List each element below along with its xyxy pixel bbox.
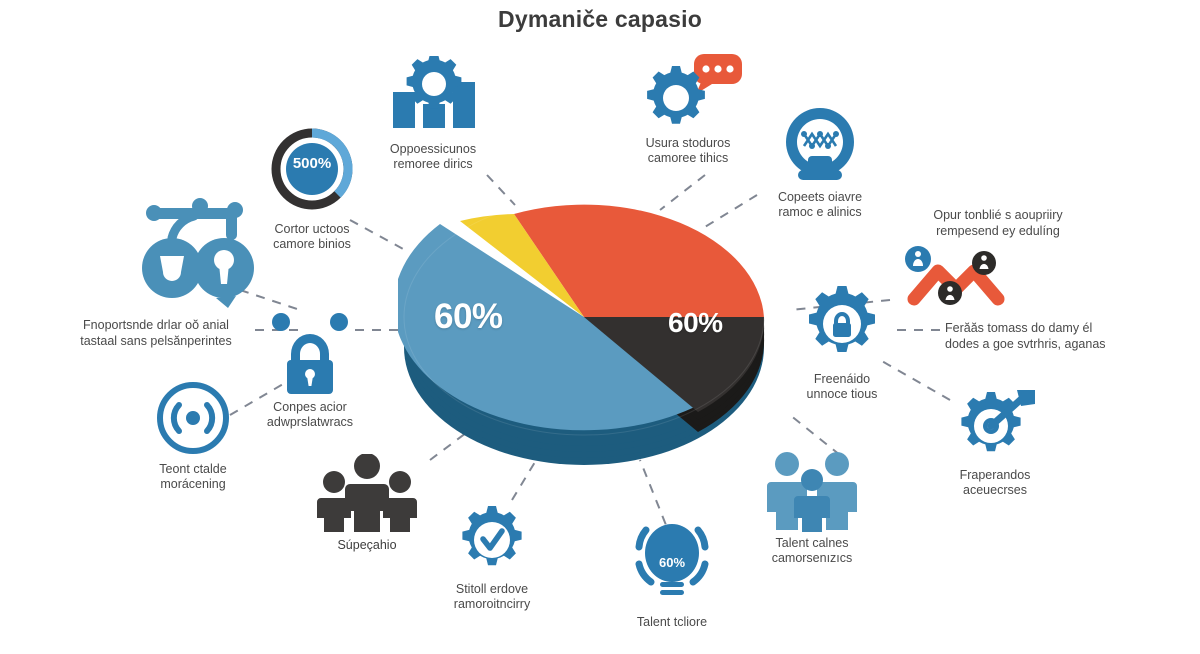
node-fairness-line1: Ferăăs tomass do damy él xyxy=(945,321,1093,335)
node-preparedness-line2: aceuecrses xyxy=(963,483,1027,497)
node-talent-team-line2: camorsenızıcs xyxy=(771,551,853,565)
node-talent-team-label: Talent calnes camorsenızıcs xyxy=(732,536,892,566)
node-skills-label: Stitoll erdove ramoroitncirry xyxy=(412,582,572,612)
node-supervision[interactable]: Súpeçahio xyxy=(287,448,447,553)
node-accountability-line2: rempesend ey edulíng xyxy=(936,224,1060,238)
node-talent-team[interactable]: Talent calnes camorsenızıcs xyxy=(732,446,892,566)
node-control-line1: Cortor uctoos xyxy=(274,222,350,236)
node-compliance-lock-line2: adwprslatwracs xyxy=(266,415,354,429)
node-monitoring-line2: morácening xyxy=(160,477,226,491)
node-compliance-lock-line1: Conpes acior xyxy=(273,400,347,414)
node-usage-line1: Usura stoduros xyxy=(645,136,731,150)
node-skills-line2: ramoroitncirry xyxy=(453,597,531,611)
node-fairness-line2: dodes a goe svtrhris, aganas xyxy=(945,337,1106,351)
node-freedom[interactable]: Freenáido unnoce tious xyxy=(762,282,922,402)
node-proportionality-line2: tastaal sans pelsănperintes xyxy=(80,334,232,348)
pie-chart: 60% 60% xyxy=(393,172,770,472)
node-monitoring-line1: Teont ctalde xyxy=(159,462,227,476)
node-monitoring-label: Teont ctalde morácening xyxy=(113,462,273,492)
node-compliance-lock[interactable]: Conpes acior adwprslatwracs xyxy=(230,310,390,430)
node-compliance-lock-label: Conpes acior adwprslatwracs xyxy=(230,400,390,430)
three-people-dark-icon xyxy=(287,448,447,534)
node-concepts-line1: Copeets oiavre xyxy=(777,190,863,204)
node-proportionality-label: Fnoportsnde drlar oŏ anial tastaal sans … xyxy=(56,317,256,349)
node-opportunities-label: Oppoessicunos remoree dirics xyxy=(353,142,513,172)
node-concepts-label: Copeets oiavre ramoc e alinics xyxy=(740,190,900,220)
node-preparedness-label: Fraperandos aceuecrses xyxy=(915,468,1075,498)
pie-slice-label-left: 60% xyxy=(434,297,503,336)
pie-slice-label-right: 60% xyxy=(668,307,723,338)
node-skills-line1: Stitoll erdove xyxy=(455,582,529,596)
node-accountability-label: Opur tonblié s aoupriiry rempesend ey ed… xyxy=(888,207,1108,239)
donut-gauge-icon: 500% xyxy=(232,128,392,218)
target-gear-icon xyxy=(915,378,1075,464)
node-fairness-label: Ferăăs tomass do damy él dodes a goe svt… xyxy=(945,320,1145,352)
node-skills[interactable]: Stitoll erdove ramoroitncirry xyxy=(412,492,572,612)
gear-check-icon xyxy=(412,492,572,578)
node-monitoring[interactable]: Teont ctalde morácening xyxy=(113,372,273,492)
node-talent-culture[interactable]: 60% Talent tcliore xyxy=(592,524,752,630)
gear-speech-bubble-icon xyxy=(608,46,768,132)
node-supervision-line1: Súpeçahio xyxy=(337,538,397,552)
node-talent-team-line1: Talent calnes xyxy=(775,536,849,550)
page-title: Dymaniče capasio xyxy=(498,6,702,32)
node-preparedness-line1: Fraperandos xyxy=(959,468,1031,482)
node-usage-label: Usura stoduros camoree tihics xyxy=(608,136,768,166)
node-freedom-line2: unnoce tious xyxy=(806,387,878,401)
node-concepts[interactable]: Copeets oiavre ramoc e alinics xyxy=(740,100,900,220)
lock-key-icon xyxy=(138,198,258,315)
network-brain-icon xyxy=(740,100,900,186)
node-usage[interactable]: Usura stoduros camoree tihics xyxy=(608,46,768,166)
node-opportunities-line2: remoree dirics xyxy=(393,157,473,171)
node-control-label: Cortor uctoos camore binios xyxy=(232,222,392,252)
node-usage-line2: camoree tihics xyxy=(647,151,729,165)
node-accountability-line1: Opur tonblié s aoupriiry xyxy=(933,208,1063,222)
donut-badge: 500% xyxy=(292,155,332,172)
node-proportionality-line1: Fnoportsnde drlar oŏ anial xyxy=(83,318,229,332)
node-freedom-line1: Freenáido xyxy=(813,372,871,386)
node-control-line2: camore binios xyxy=(273,237,351,251)
lightbulb-badge: 60% xyxy=(658,555,686,570)
three-people-blue-icon xyxy=(732,446,892,532)
node-talent-culture-label: Talent tcliore xyxy=(592,615,752,630)
node-preparedness[interactable]: Fraperandos aceuecrses xyxy=(915,378,1075,498)
node-opportunities[interactable]: Oppoessicunos remoree dirics xyxy=(353,52,513,172)
broadcast-signal-icon xyxy=(113,372,273,458)
people-network-icon xyxy=(898,243,1014,314)
node-supervision-label: Súpeçahio xyxy=(287,538,447,553)
node-control[interactable]: 500% Cortor uctoos camore binios xyxy=(232,128,392,252)
gear-bar-chart-icon xyxy=(353,52,513,138)
gear-lock-icon xyxy=(762,282,922,368)
node-opportunities-line1: Oppoessicunos xyxy=(389,142,477,156)
node-talent-culture-line1: Talent tcliore xyxy=(636,615,708,629)
padlock-dots-icon xyxy=(230,310,390,396)
lightbulb-icon: 60% xyxy=(592,524,752,611)
node-concepts-line2: ramoc e alinics xyxy=(778,205,862,219)
node-freedom-label: Freenáido unnoce tious xyxy=(762,372,922,402)
